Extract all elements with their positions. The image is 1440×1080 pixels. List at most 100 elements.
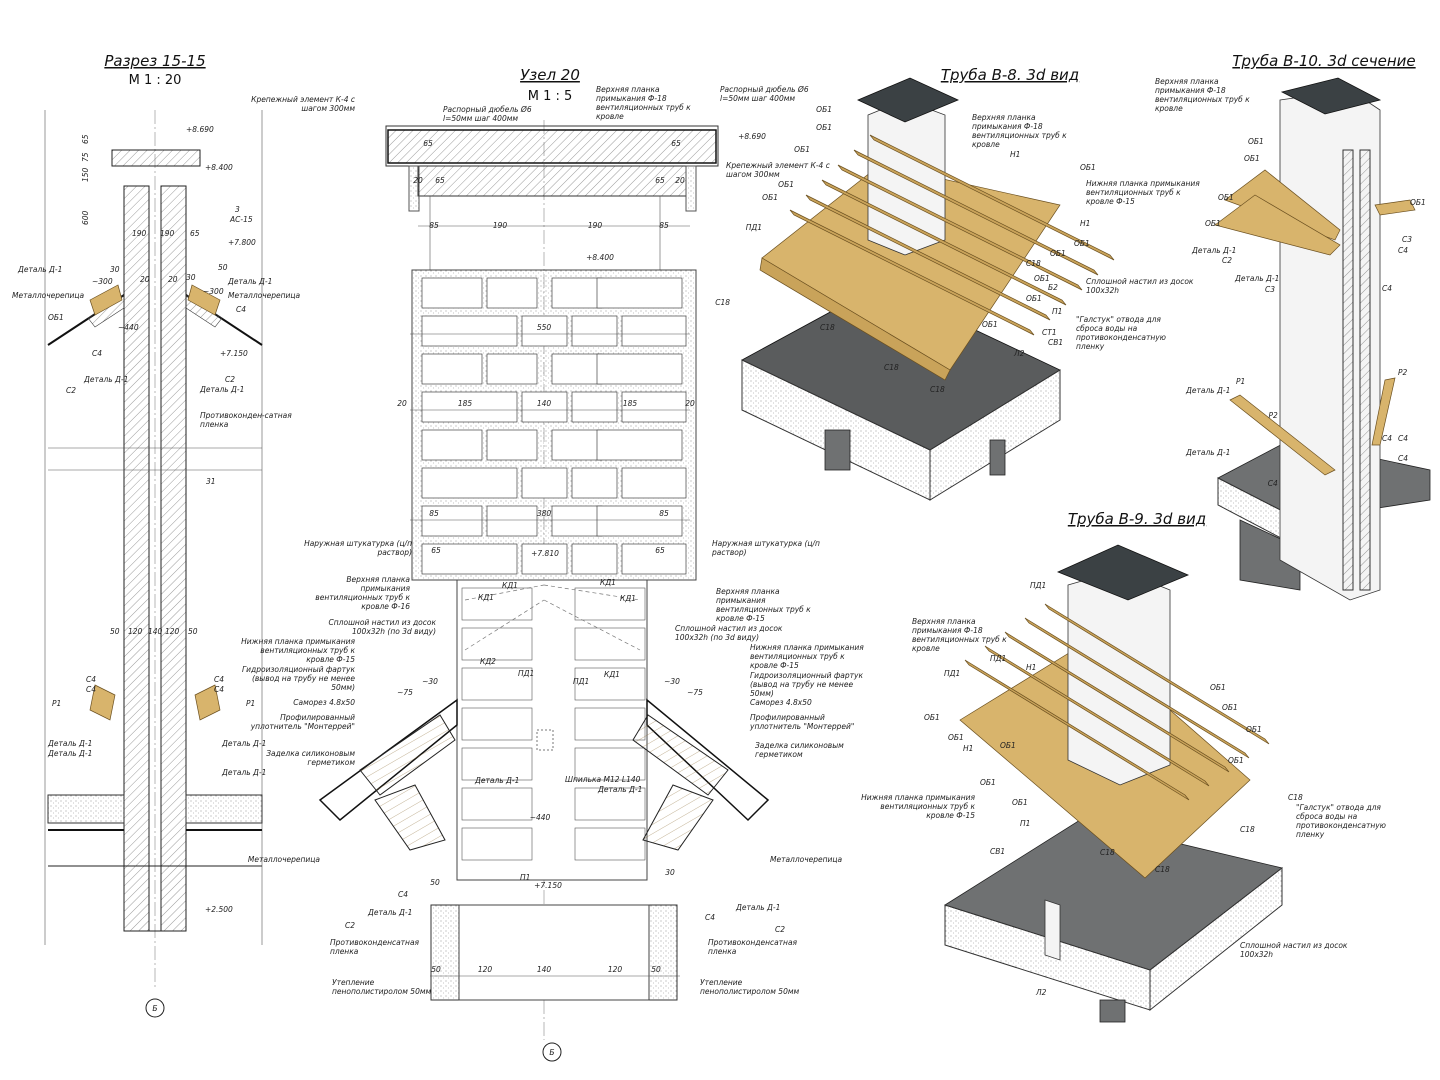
callout-apron-right: Гидроизоляционный фартук(вывод на трубу … (750, 671, 863, 698)
pipe-b8-3d-view (741, 77, 1115, 501)
callout-label: Л2 (1013, 349, 1025, 358)
callout-label: ОБ1 (924, 713, 940, 722)
callout-label: С2 (1222, 256, 1232, 265)
rafter-board (964, 659, 1190, 801)
callout-c4-right: С4 (705, 913, 715, 922)
dimension-label: 65 (671, 139, 681, 148)
svg-text:Металлочерепица: Металлочерепица (228, 291, 301, 300)
callout-label: ОБ1 (794, 145, 810, 154)
svg-text:+7.800: +7.800 (228, 238, 256, 247)
node-title: Узел 20 (520, 66, 580, 84)
svg-text:С4: С4 (236, 305, 246, 314)
callout-label: С4 (1268, 479, 1278, 488)
svg-text:190: 190 (160, 229, 175, 238)
svg-text:30: 30 (186, 273, 196, 282)
rafter-board (1004, 631, 1230, 773)
svg-text:С4: С4 (86, 685, 96, 694)
callout-label: П1 (1052, 307, 1062, 316)
dimension-label: ~75 (687, 688, 703, 697)
svg-text:30: 30 (110, 265, 120, 274)
callout-label: СВ1 (1048, 338, 1063, 347)
dimension-label: +8.690 (738, 132, 766, 141)
svg-text:150: 150 (81, 167, 90, 182)
callout-label: ОБ1 (1210, 683, 1226, 692)
dimension-label: 120 (478, 965, 493, 974)
dimension-label: 190 (493, 221, 508, 230)
svg-text:С4: С4 (92, 349, 102, 358)
callout-label: ОБ1 (762, 193, 778, 202)
callout-label: Р2 (1268, 411, 1278, 420)
dimension-label: 190 (588, 221, 603, 230)
svg-text:140: 140 (148, 627, 163, 636)
callout-label: Деталь Д-1 (1234, 274, 1279, 283)
callout-screw-left: Саморез 4.8х50 (293, 698, 355, 707)
svg-text:+8.690: +8.690 (186, 125, 214, 134)
callout-label: ОБ1 (816, 123, 832, 132)
callout-label: С3 (1402, 235, 1412, 244)
rafter-board (1044, 603, 1270, 745)
callout-label: С18 (1240, 825, 1255, 834)
callout-label: ОБ1 (1074, 239, 1090, 248)
callout-label: ПД1 (990, 654, 1006, 663)
callout-label: ОБ1 (1218, 193, 1234, 202)
callout-tile-right: Металлочерепица (770, 855, 843, 864)
pipe-b9-3d-view (944, 544, 1283, 1023)
callout-c2-left: С2 (345, 921, 355, 930)
callout-label: Р1 (1236, 377, 1245, 386)
rafter-board (853, 149, 1099, 276)
dimension-label: 50 (651, 965, 661, 974)
callout-pd1-b: ПД1 (573, 677, 589, 686)
dimension-label: 120 (608, 965, 623, 974)
callout-label: С4 (1382, 284, 1392, 293)
callout-label: ПД1 (746, 223, 762, 232)
callout-label: ОБ1 (948, 733, 964, 742)
rafter-board (821, 179, 1067, 306)
svg-text:Б: Б (549, 1048, 554, 1057)
callout-label: Деталь Д-1 (1185, 386, 1230, 395)
svg-text:50: 50 (110, 627, 120, 636)
callout-label: С4 (1398, 434, 1408, 443)
dimension-label: 65 (431, 546, 441, 555)
svg-text:~300: ~300 (203, 287, 224, 296)
axis-marker (542, 1042, 562, 1062)
callout-label: С18 (930, 385, 945, 394)
callout-detail-left: Деталь Д-1 (474, 776, 519, 785)
dimension-label: 185 (623, 399, 638, 408)
svg-text:Деталь Д-1: Деталь Д-1 (47, 749, 92, 758)
dimension-label: 550 (537, 323, 552, 332)
rafter-board (789, 209, 1035, 336)
callout-label: Б2 (1048, 283, 1058, 292)
callout-label: Н1 (1026, 663, 1036, 672)
callout-kd1-e: КД1 (604, 670, 620, 679)
callout-stud: Шпилька М12 L140 (565, 775, 641, 784)
callout-label: ОБ1 (1000, 741, 1016, 750)
svg-text:190: 190 (132, 229, 147, 238)
chimney-wall-right (160, 185, 187, 932)
dimension-label: ~30 (664, 677, 680, 686)
callout-label: ОБ1 (1222, 703, 1238, 712)
callout-c2-right: С2 (775, 925, 785, 934)
callout-label: С18 (820, 323, 835, 332)
callout-label: С18 (715, 298, 730, 307)
node-scale: М 1 : 5 (528, 89, 573, 104)
svg-text:АС-15: АС-15 (229, 215, 253, 224)
callout-screw-right: Саморез 4.8х50 (750, 698, 812, 707)
svg-text:Деталь Д-1: Деталь Д-1 (227, 277, 272, 286)
dimension-label: 65 (655, 546, 665, 555)
dimension-label: ~440 (530, 813, 551, 822)
